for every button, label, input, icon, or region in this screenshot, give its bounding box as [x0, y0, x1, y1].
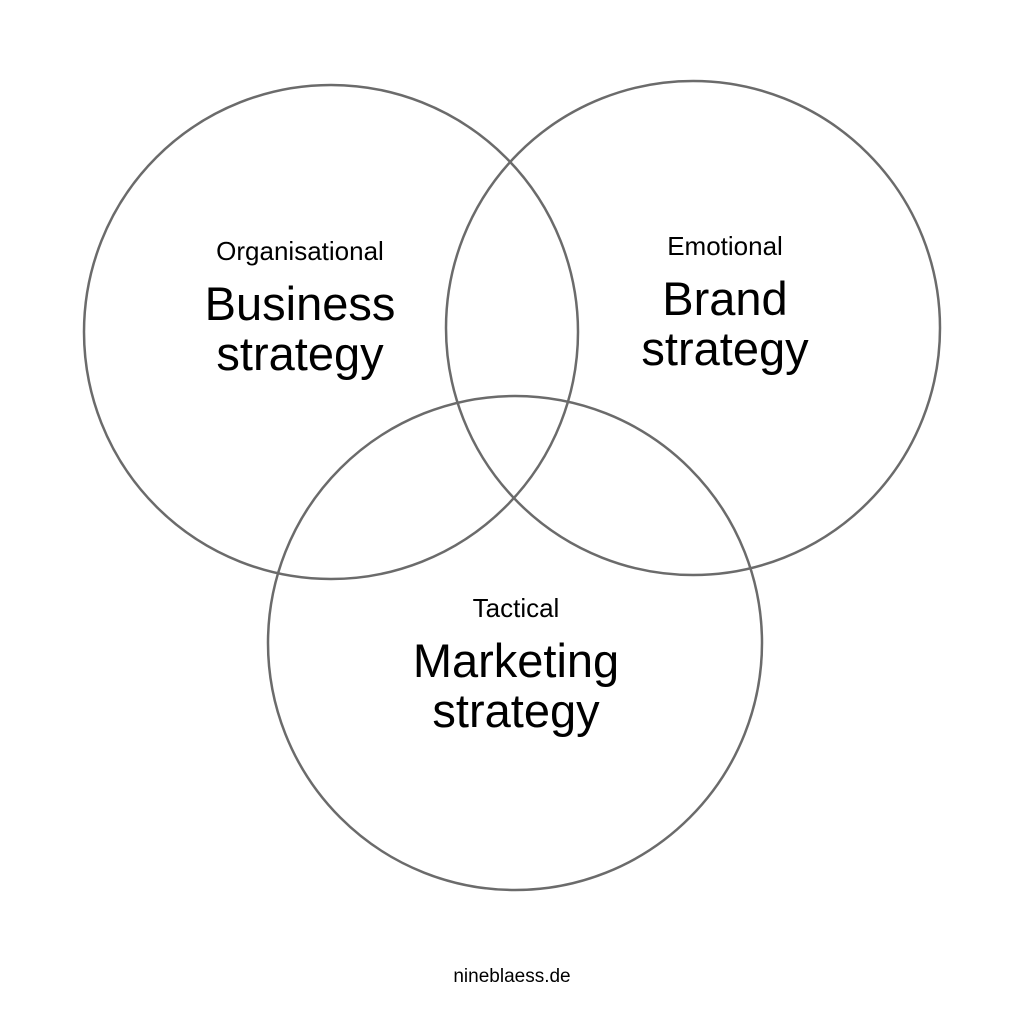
business-title-line1: Business: [204, 277, 396, 330]
business-title-line2: strategy: [216, 327, 384, 380]
marketing-subtitle: Tactical: [472, 593, 560, 623]
business-subtitle: Organisational: [216, 236, 384, 266]
brand-circle: [444, 79, 942, 577]
marketing-title-line1: Marketing: [412, 634, 620, 687]
marketing-title-line2: strategy: [432, 684, 600, 737]
brand-subtitle: Emotional: [667, 231, 783, 261]
brand-title-line2: strategy: [641, 322, 809, 375]
footer-url: nineblaess.de: [453, 966, 571, 987]
marketing-circle: [266, 394, 764, 892]
business-circle: [82, 83, 580, 581]
brand-title-line1: Brand: [662, 272, 788, 325]
